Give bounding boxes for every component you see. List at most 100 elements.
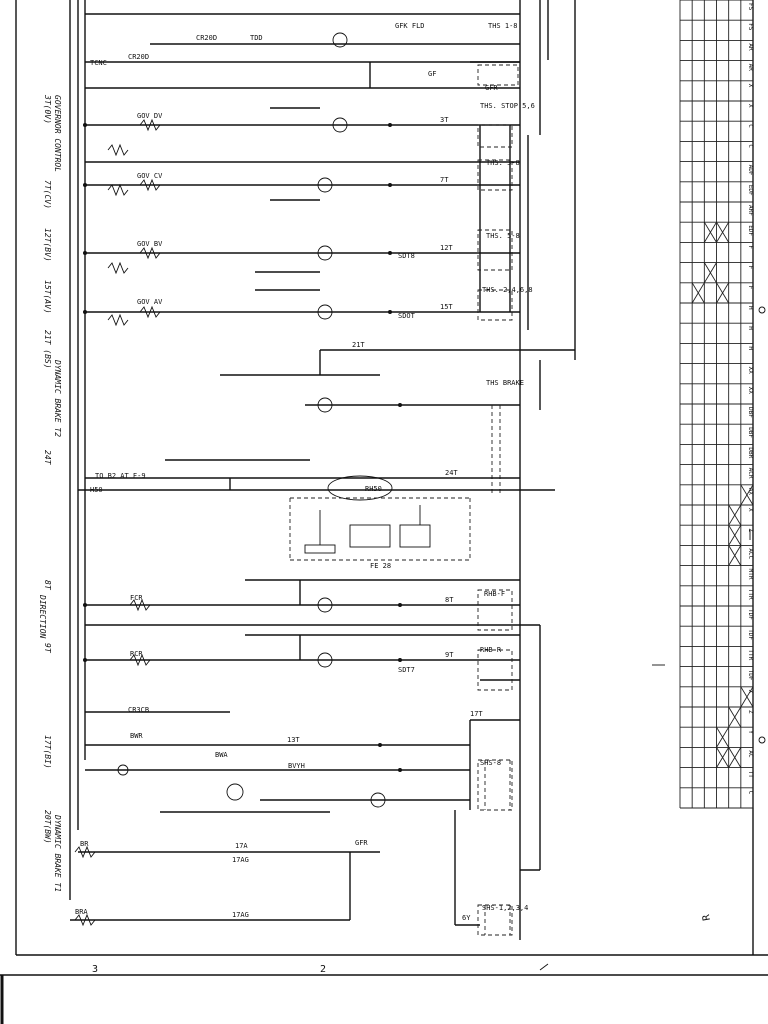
grid-cross-mark <box>703 262 717 284</box>
label-ths-brake: THS BRAKE <box>486 379 524 387</box>
grid-cross-mark <box>728 706 742 728</box>
label-rh50: RH50 <box>365 485 382 493</box>
grid-cross-mark <box>703 221 717 243</box>
label-15t: 15T <box>440 303 453 311</box>
label-bwr: BWR <box>130 732 143 740</box>
grid-glyph: F <box>747 245 754 249</box>
side-label-7t: 7T(CV) <box>43 180 52 209</box>
grid-glyph: H <box>747 306 754 310</box>
grid-glyph: TTR <box>747 649 754 660</box>
grid-glyph: DBR <box>747 447 754 458</box>
grid-glyph: EDF <box>747 185 754 196</box>
label-sdot: SDOT <box>398 312 416 320</box>
label-br: BR <box>80 840 89 848</box>
grid-glyph: AC <box>747 750 754 758</box>
grid-glyph: AR <box>747 43 754 51</box>
grid-glyph: EDF <box>747 225 754 236</box>
grid-cross-mark <box>728 524 742 546</box>
grid-glyph: ACR <box>747 468 754 479</box>
label-fcr: FCR <box>130 594 143 602</box>
label-shs-8: SHS-8 <box>480 759 501 767</box>
label-gfk-fld: GFK FLD <box>395 22 425 30</box>
side-label-3t: 3T(0V) <box>43 94 52 124</box>
label-sdt7: SDT7 <box>398 666 415 674</box>
label-gov-bv: GOV BV <box>137 240 163 248</box>
label-cr20d: CR20D <box>128 53 149 61</box>
side-label-dyn-brake-t1: DYNAMIC BRAKE T1 <box>53 814 62 892</box>
label-17ag-2: 17AG <box>232 911 249 919</box>
grid-glyph: F <box>747 286 754 290</box>
grid-cross-mark <box>728 504 742 526</box>
grid-glyph: XX <box>747 387 754 395</box>
grid-glyph: C <box>747 144 754 148</box>
grid-glyph: TDF <box>747 609 754 620</box>
label-sdt8: SDT8 <box>398 252 415 260</box>
label-17ag: 17AG <box>232 856 249 864</box>
side-label-21t: 21T (BS) <box>43 330 52 369</box>
label-9t: 9T <box>445 651 454 659</box>
label-ths-3-8: THS. 3-8 <box>486 159 520 167</box>
grid-glyph: DBF <box>747 427 754 438</box>
grid-cross-mark <box>728 747 742 768</box>
label-bra: BRA <box>75 908 88 916</box>
grid-glyph: ADF <box>747 165 754 176</box>
label-12t: 12T <box>440 244 453 252</box>
grid-cross-mark <box>740 686 754 708</box>
side-label-direction: DIRECTION <box>38 594 47 639</box>
label-bvyh: BVYH <box>288 762 305 770</box>
grid-glyph: X <box>747 104 754 108</box>
grid-glyph: ACC <box>747 548 754 559</box>
grid-glyph: C <box>747 791 754 795</box>
side-label-governor: GOVERNOR CONTROL <box>53 95 62 172</box>
grid-glyph: AX <box>747 488 754 496</box>
label-24t: 24T <box>445 469 458 477</box>
margin-mark-2: 2 <box>320 964 326 975</box>
label-to-b2: TO B2 AT F-9 <box>95 472 146 480</box>
grid-glyph: X <box>747 84 754 88</box>
label-ths-1-8: THS 1-8 <box>488 22 518 30</box>
grid-glyph: H <box>747 326 754 330</box>
margin-mark-r: R <box>701 913 713 922</box>
grid-cross-mark <box>716 747 730 768</box>
reference-grid: FSFSARARXXCCADFEDFARFEDFFFFHHHXXXXDBFDBF… <box>679 0 754 809</box>
label-rhb-f: RHB-F <box>484 590 505 598</box>
grid-glyph: Z <box>747 710 754 714</box>
grid-glyph: FS <box>747 23 754 31</box>
label-17a: 17A <box>235 842 248 850</box>
label-7t: 7T <box>440 176 449 184</box>
grid-glyph: TTR <box>747 589 754 600</box>
label-shs-1234: SHS-1,2,3,4 <box>482 904 528 912</box>
grid-cross-mark <box>716 726 730 748</box>
grid-glyph: XX <box>747 367 754 375</box>
label-ths-2468: THS. 2,4,6,8 <box>482 286 533 294</box>
grid-cross-mark <box>728 545 742 566</box>
label-ths-stop: THS. STOP 5,6 <box>480 102 535 110</box>
grid-glyph: MTR <box>747 569 754 580</box>
grid-glyph: FS <box>747 3 754 11</box>
label-ths-5-8: THS. 5-8 <box>486 232 520 240</box>
label-gfr: GFR <box>485 84 498 92</box>
grid-glyph: Y <box>747 730 754 734</box>
side-label-dyn-brake-t2: DYNAMIC BRAKE T2 <box>53 359 62 437</box>
side-label-12t: 12T(BV) <box>43 228 52 262</box>
grid-glyph: DBF <box>747 407 754 418</box>
label-cr20d-top: CR20D <box>196 34 217 42</box>
label-8t: 8T <box>445 596 454 604</box>
label-gfr-lower: GFR <box>355 839 368 847</box>
side-label-17t: 17T(BI) <box>43 735 52 769</box>
grid-glyph: H <box>747 346 754 350</box>
side-labels: 3T(0V) GOVERNOR CONTROL 7T(CV) 12T(BV) 1… <box>38 94 62 892</box>
label-gf: GF <box>428 70 436 78</box>
label-6y: 6Y <box>462 914 471 922</box>
label-gov-dv: GOV DV <box>137 112 163 120</box>
grid-glyph: TDF <box>747 670 754 681</box>
grid-glyph: C <box>747 124 754 128</box>
side-label-8t: 8T <box>43 580 52 591</box>
grid-glyph: X <box>747 690 754 694</box>
label-bwa: BWA <box>215 751 228 759</box>
side-label-24t: 24T <box>43 450 52 466</box>
side-label-20t: 20T(BW) <box>43 810 52 844</box>
grid-cross-mark <box>740 484 754 506</box>
label-rhb-r: RHB-R <box>480 646 502 654</box>
